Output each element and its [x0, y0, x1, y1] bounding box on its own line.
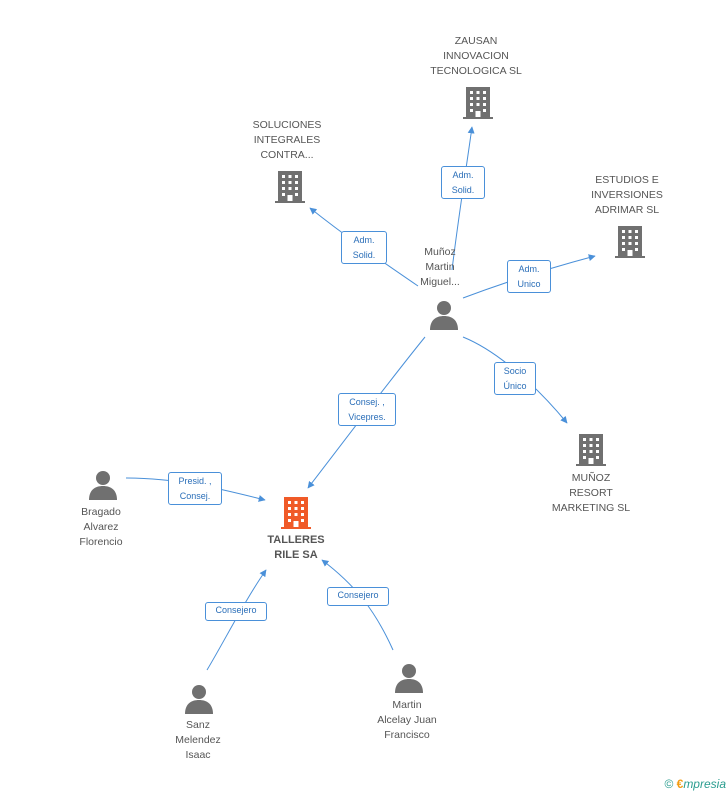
building-icon[interactable]	[280, 495, 312, 529]
brand-logo-letter: €	[676, 777, 684, 791]
building-icon[interactable]	[462, 85, 494, 119]
person-icon[interactable]	[88, 470, 118, 500]
edge-label-presid-consej: Presid. , Consej.	[168, 472, 222, 505]
person-icon[interactable]	[394, 663, 424, 693]
edge-label-socio-unico: Socio Único	[494, 362, 536, 395]
edge-label-consejero-martin: Consejero	[327, 587, 389, 606]
node-label-martin-alcelay[interactable]: Martin Alcelay Juan Francisco	[377, 699, 437, 741]
person-icon[interactable]	[429, 300, 459, 330]
building-icon[interactable]	[575, 432, 607, 466]
building-icon[interactable]	[274, 169, 306, 203]
edge-label-consej-vicepres: Consej. , Vicepres.	[338, 393, 396, 426]
node-label-estudios[interactable]: ESTUDIOS E INVERSIONES ADRIMAR SL	[591, 174, 663, 216]
node-label-soluciones[interactable]: SOLUCIONES INTEGRALES CONTRA...	[252, 119, 322, 161]
node-label-bragado[interactable]: Bragado Alvarez Florencio	[79, 506, 123, 548]
node-label-munoz-resort[interactable]: MUÑOZ RESORT MARKETING SL	[551, 472, 631, 514]
building-icon[interactable]	[614, 224, 646, 258]
copyright-icon: ©	[664, 777, 674, 791]
footer-brand[interactable]: © €mpresia	[664, 777, 726, 791]
edge-label-adm-unico: Adm. Unico	[507, 260, 551, 293]
node-label-sanz[interactable]: Sanz Melendez Isaac	[175, 719, 221, 761]
edge-label-adm-solid-soluciones: Adm. Solid.	[341, 231, 387, 264]
brand-name: mpresia	[683, 777, 726, 791]
node-label-talleres[interactable]: TALLERES RILE SA	[267, 534, 325, 561]
node-label-munoz-martin[interactable]: Muñoz Martin Miguel...	[420, 246, 460, 288]
node-label-zausan[interactable]: ZAUSAN INNOVACION TECNOLOGICA SL	[430, 35, 522, 77]
edge-label-adm-solid-zausan: Adm. Solid.	[441, 166, 485, 199]
person-icon[interactable]	[184, 684, 214, 714]
edge-label-consejero-sanz: Consejero	[205, 602, 267, 621]
